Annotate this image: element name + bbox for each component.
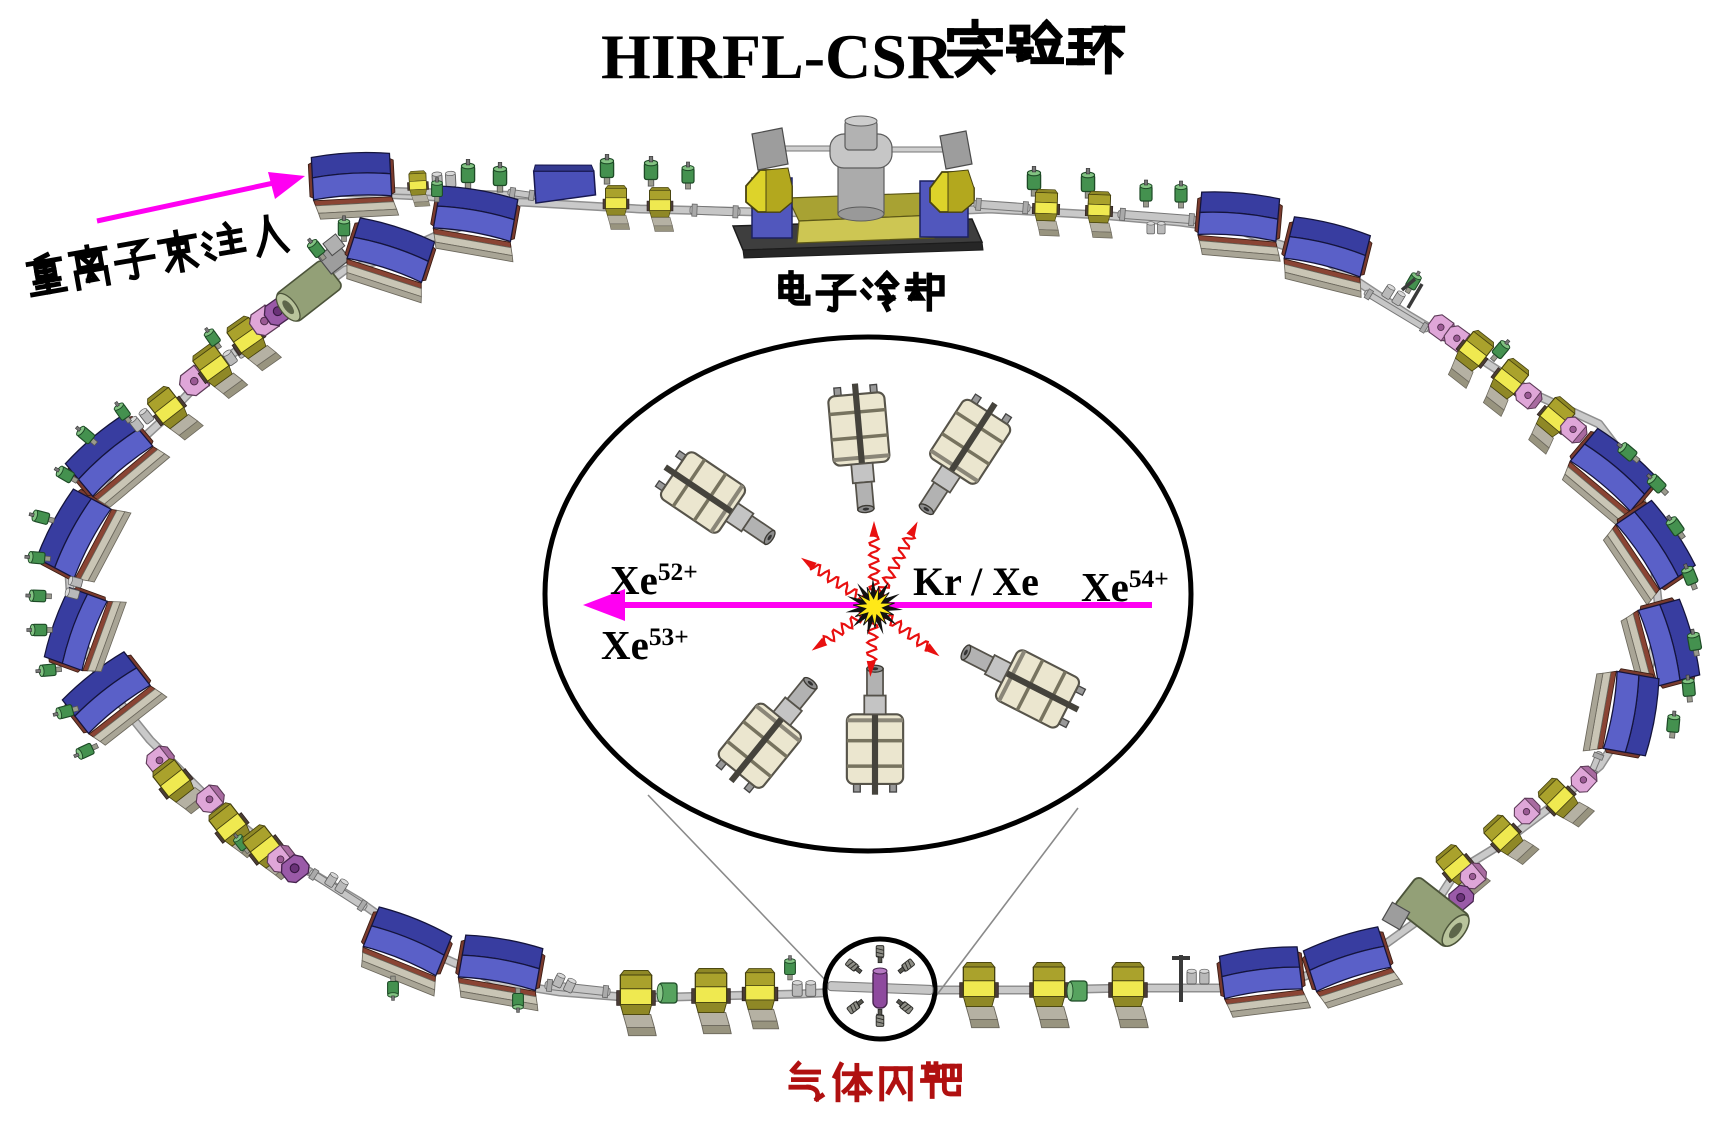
svg-text:Kr / Xe: Kr / Xe: [913, 559, 1039, 604]
svg-text:HIRFL-CSR: HIRFL-CSR: [601, 21, 954, 92]
